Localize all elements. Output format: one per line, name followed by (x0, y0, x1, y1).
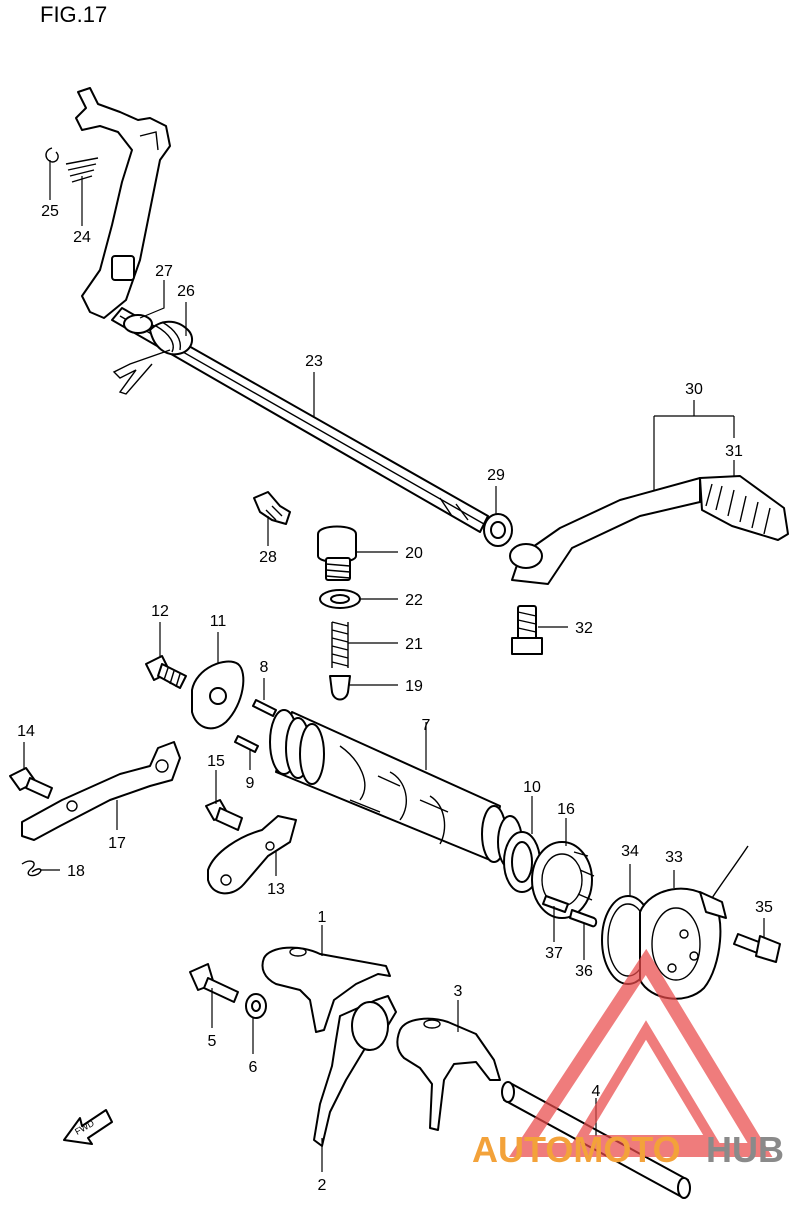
bolt-5 (189, 963, 239, 1003)
gear-shift-lever (509, 475, 789, 585)
label-27: 27 (155, 263, 173, 280)
label-16: 16 (557, 801, 575, 818)
label-18: 18 (67, 863, 85, 880)
spring-24 (65, 157, 99, 183)
cam-stopper-plate-13 (207, 815, 297, 895)
label-32: 32 (575, 620, 593, 637)
pin-36 (569, 909, 598, 928)
label-31: 31 (725, 443, 743, 460)
label-23: 23 (305, 353, 323, 370)
label-21: 21 (405, 636, 423, 653)
label-37: 37 (545, 945, 563, 962)
pin-9 (234, 735, 259, 753)
label-36: 36 (575, 963, 593, 980)
bolt-35 (733, 933, 781, 963)
label-2: 2 (318, 1177, 327, 1194)
label-26: 26 (177, 283, 195, 300)
cam-guide-11 (191, 660, 245, 730)
bolt-15 (205, 799, 243, 831)
bolt-12 (145, 655, 187, 689)
label-22: 22 (405, 592, 423, 609)
plunger-19 (329, 675, 351, 701)
shift-fork-1 (261, 946, 391, 1033)
spring-18 (21, 860, 42, 877)
part-number-labels: 1 2 3 4 5 6 7 8 9 10 11 12 13 14 15 16 1… (17, 203, 773, 1194)
label-17: 17 (108, 835, 126, 852)
bolt-28 (253, 491, 291, 525)
oil-seal-29 (483, 513, 513, 547)
label-28: 28 (259, 549, 277, 566)
shift-shaft (111, 307, 489, 533)
label-13: 13 (267, 881, 285, 898)
pin-37 (542, 895, 569, 913)
label-20: 20 (405, 545, 423, 562)
label-34: 34 (621, 843, 639, 860)
snap-ring-25 (45, 147, 59, 163)
washer-6 (245, 993, 267, 1019)
label-7: 7 (422, 717, 431, 734)
figure-title: FIG.17 (40, 2, 108, 27)
pin-8 (252, 699, 277, 717)
label-33: 33 (665, 849, 683, 866)
label-6: 6 (249, 1059, 258, 1076)
label-25: 25 (41, 203, 59, 220)
label-5: 5 (208, 1033, 217, 1050)
label-11: 11 (210, 613, 227, 630)
label-8: 8 (260, 659, 269, 676)
label-29: 29 (487, 467, 505, 484)
label-9: 9 (246, 775, 255, 792)
label-10: 10 (523, 779, 541, 796)
shift-fork-2 (313, 995, 397, 1147)
washer-22 (319, 589, 361, 609)
spring-21 (331, 621, 349, 668)
fwd-arrow-icon: FWD (63, 1109, 113, 1145)
leader-lines (23, 160, 765, 1172)
label-15: 15 (207, 753, 225, 770)
label-24: 24 (73, 229, 91, 246)
label-30: 30 (685, 381, 703, 398)
bolt-32 (511, 605, 543, 655)
cam-stopper-17 (21, 741, 181, 841)
label-1: 1 (318, 909, 327, 926)
shift-fork-3 (396, 1017, 501, 1131)
watermark-text-hub: HUB (706, 1129, 784, 1170)
label-12: 12 (151, 603, 169, 620)
label-35: 35 (755, 899, 773, 916)
plug-bolt-20 (317, 525, 357, 581)
watermark-text-auto: AUTOMOTO (472, 1129, 681, 1170)
label-3: 3 (454, 983, 463, 1000)
label-14: 14 (17, 723, 35, 740)
shift-shaft-arm (75, 87, 171, 319)
label-19: 19 (405, 678, 423, 695)
label-4: 4 (592, 1083, 601, 1100)
bolt-14 (9, 767, 53, 799)
gearshift-cam-7 (269, 709, 523, 869)
watermark-logo (508, 948, 773, 1157)
